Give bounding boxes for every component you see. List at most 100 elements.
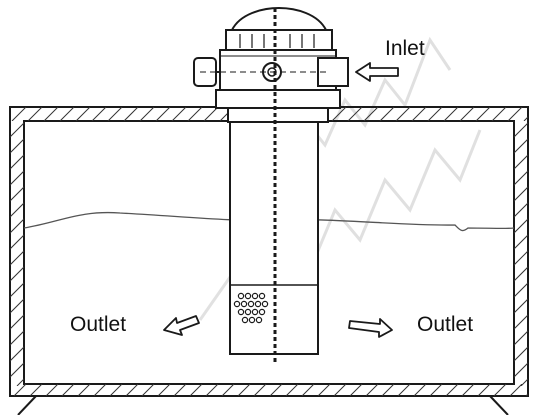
tank-leg-left xyxy=(17,395,37,415)
outlet-hole xyxy=(240,300,248,308)
outlet-hole xyxy=(247,300,255,308)
filter-neck xyxy=(227,107,329,123)
outlet-hole xyxy=(255,316,263,324)
hatch-line xyxy=(514,154,528,170)
hatch-line xyxy=(363,107,379,121)
hatch-line xyxy=(269,384,283,396)
hatch-line xyxy=(10,186,24,202)
hatch-line xyxy=(205,384,219,396)
hatch-line xyxy=(10,107,11,108)
hatch-line xyxy=(285,384,299,396)
hatch-line xyxy=(93,384,107,396)
hatch-line xyxy=(11,107,27,121)
hatch-line xyxy=(514,282,528,298)
outlet-hole xyxy=(244,292,252,300)
hatch-line xyxy=(411,107,427,121)
hatch-line xyxy=(491,107,507,121)
hatch-line xyxy=(77,384,91,396)
hatch-line xyxy=(514,218,528,234)
hatch-line xyxy=(317,384,331,396)
hatch-line xyxy=(514,250,528,266)
outlet-hole xyxy=(237,308,245,316)
hatch-line xyxy=(13,384,27,396)
outlet-left-label: Outlet xyxy=(70,313,127,336)
hatch-line xyxy=(27,107,43,121)
hatch-line xyxy=(514,138,528,154)
hatch-line xyxy=(125,384,139,396)
outlet-right-label: Outlet xyxy=(417,313,474,336)
hatch-line xyxy=(10,346,24,362)
hatch-line xyxy=(10,250,24,266)
water-surface-line xyxy=(23,211,515,232)
outlet-hole xyxy=(248,316,256,324)
hatch-line xyxy=(237,384,251,396)
hatch-line xyxy=(10,202,24,218)
hatch-line xyxy=(379,107,395,121)
hatch-line xyxy=(514,202,528,218)
outlet-right-arrow-icon xyxy=(348,318,393,338)
outlet-hole xyxy=(233,300,241,308)
outlet-hole xyxy=(254,300,262,308)
hatch-line xyxy=(171,107,187,121)
hatch-line xyxy=(139,107,155,121)
hatch-line xyxy=(459,107,475,121)
hatch-line xyxy=(514,186,528,202)
hatch-line xyxy=(173,384,187,396)
hatch-line xyxy=(427,107,443,121)
outlet-hole xyxy=(251,292,259,300)
hatch-line xyxy=(413,384,427,396)
hatch-line xyxy=(301,384,315,396)
hatch-line xyxy=(443,107,459,121)
filter-dome xyxy=(230,6,328,31)
hatch-line xyxy=(507,107,523,121)
hatch-line xyxy=(10,384,11,385)
hatch-line xyxy=(514,330,528,346)
hatch-line xyxy=(61,384,75,396)
hatch-line xyxy=(514,234,528,250)
hatch-line xyxy=(59,107,75,121)
hatch-line xyxy=(445,384,459,396)
outlet-hole xyxy=(251,308,259,316)
hatch-line xyxy=(475,107,491,121)
hatch-line xyxy=(10,314,24,330)
hatch-line xyxy=(10,266,24,282)
hatch-line xyxy=(477,384,491,396)
outlet-hole xyxy=(241,316,249,324)
outlet-left-arrow-icon xyxy=(163,315,200,336)
hatch-line xyxy=(395,107,411,121)
inlet-arrow-icon xyxy=(355,62,399,82)
inlet-label: Inlet xyxy=(385,37,425,60)
filter-collar xyxy=(215,89,341,109)
filter-ribs xyxy=(239,34,315,48)
hatch-line xyxy=(509,384,523,396)
hatch-line xyxy=(155,107,171,121)
flow-arrows xyxy=(163,62,399,338)
hatch-line xyxy=(493,384,507,396)
hatch-line xyxy=(523,116,528,121)
hatch-line xyxy=(10,330,24,346)
hatch-line xyxy=(347,107,363,121)
hatch-line xyxy=(514,362,528,378)
hatch-line xyxy=(381,384,395,396)
hatch-line xyxy=(514,266,528,282)
outlet-holes xyxy=(233,292,269,324)
hatch-line xyxy=(123,107,139,121)
outlet-hole xyxy=(258,292,266,300)
hatch-line xyxy=(203,107,219,121)
hatch-line xyxy=(141,384,155,396)
hatch-line xyxy=(43,107,59,121)
hatch-line xyxy=(75,107,91,121)
hatch-line xyxy=(10,121,11,122)
hatch-line xyxy=(429,384,443,396)
hatch-line xyxy=(221,384,235,396)
hatch-line xyxy=(10,298,24,314)
outlet-hole xyxy=(244,308,252,316)
tank-leg-right xyxy=(489,395,509,415)
hatch-line xyxy=(331,107,347,121)
hatch-line xyxy=(349,384,363,396)
hatch-line xyxy=(397,384,411,396)
hatch-line xyxy=(333,384,347,396)
hatch-line xyxy=(461,384,475,396)
hatch-line xyxy=(365,384,379,396)
